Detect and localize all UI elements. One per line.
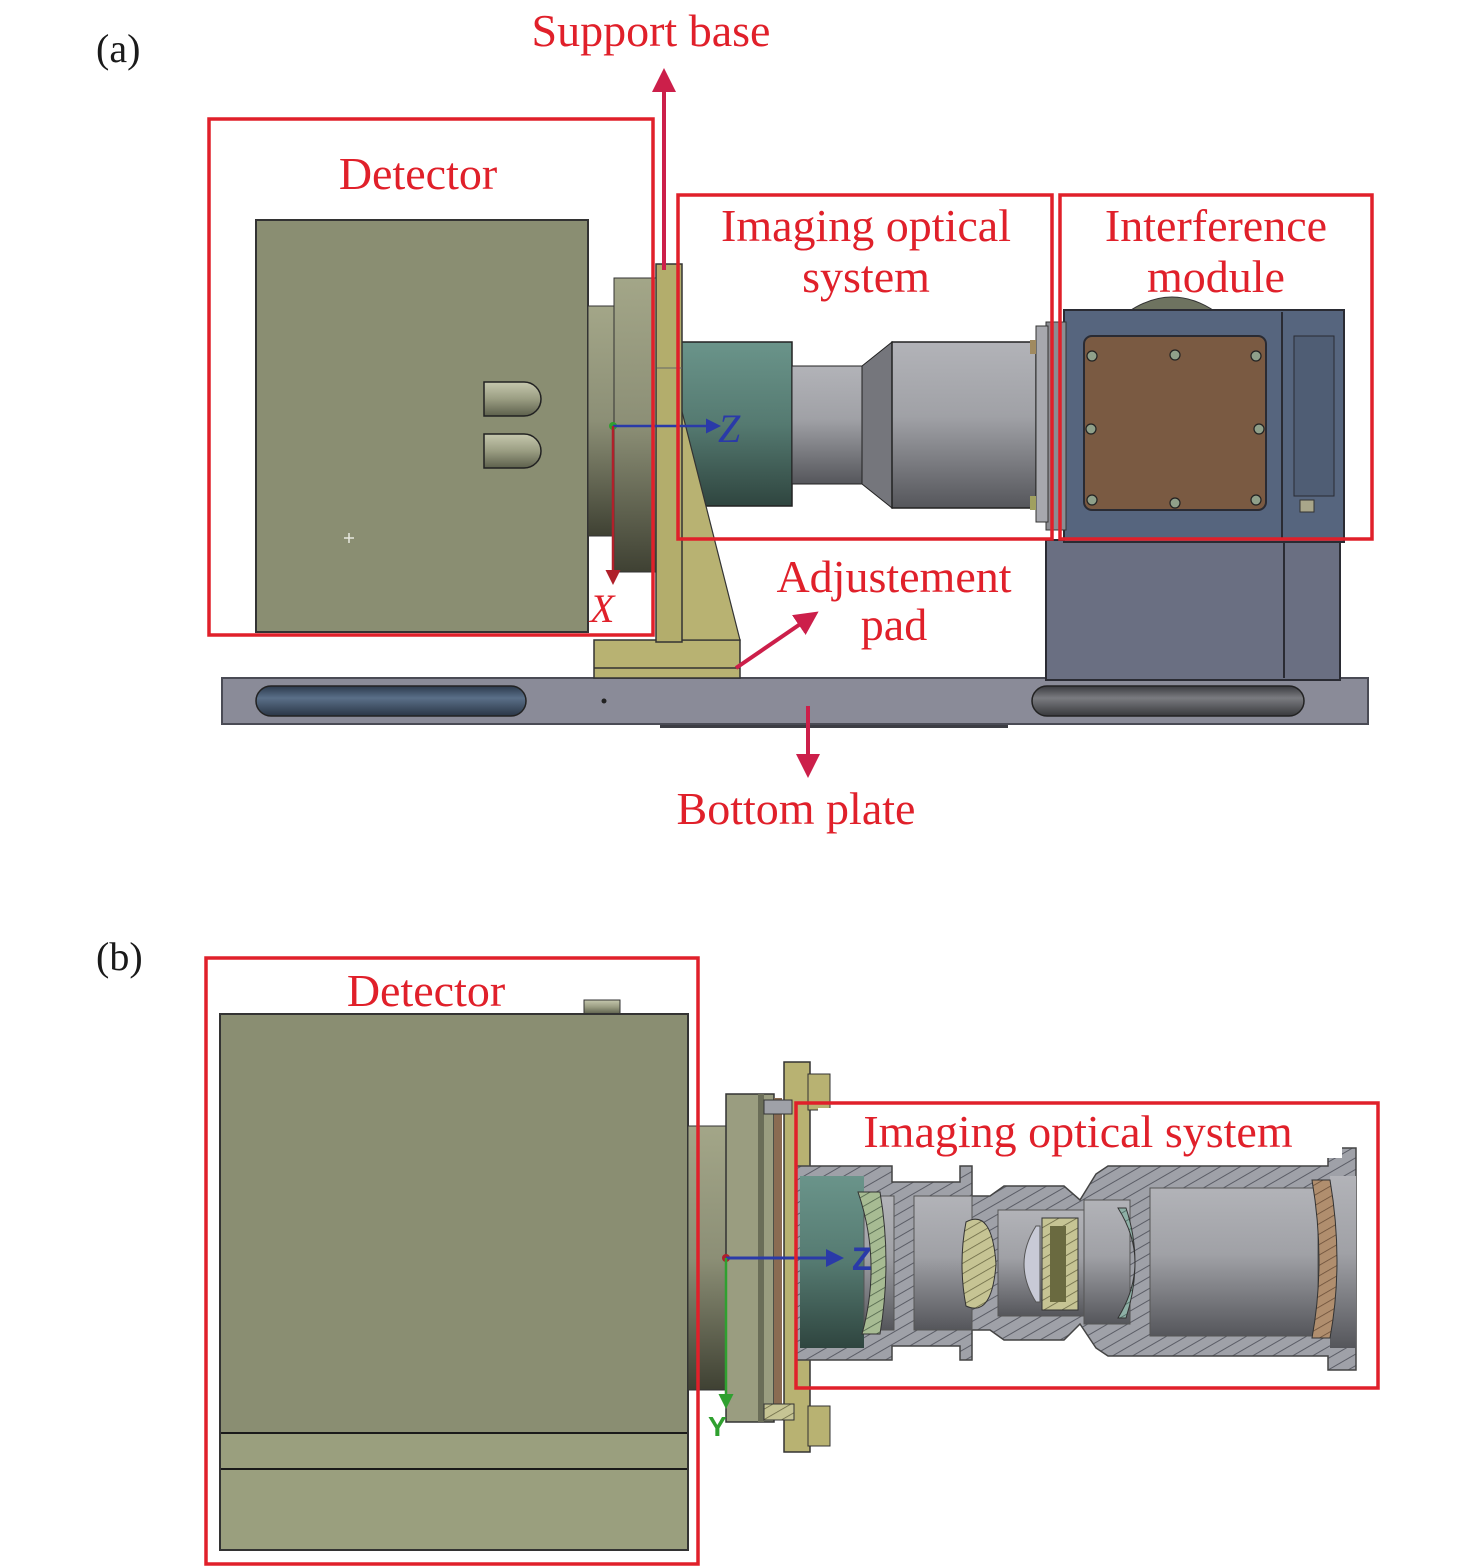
imaging-optical-system-callout-box [676, 193, 1054, 541]
detector-callout-box-b [204, 956, 700, 1566]
detector-b [219, 999, 689, 1551]
panel-a: (a) [96, 5, 1374, 834]
lens-3 [1023, 1225, 1041, 1303]
detector-a [255, 219, 657, 633]
imaging-optical-system-callout-box-b [794, 1101, 1380, 1390]
imaging-optical-system-label-line2: system [802, 251, 930, 302]
adjustment-pad-arrow [734, 611, 819, 670]
bottom-plate [221, 677, 1369, 728]
lens-6 [1311, 1179, 1338, 1339]
interference-module-label-line2: module [1147, 251, 1285, 302]
interference-cover-plate [1083, 335, 1267, 511]
adjustment-pad-label-line2: pad [861, 599, 927, 650]
support-base-label: Support base [532, 5, 771, 56]
cover-screws [1085, 349, 1265, 509]
x-axis-label: X [588, 586, 616, 631]
interference-module-body [1045, 296, 1345, 681]
lens-1 [857, 1191, 887, 1335]
coordinate-axes-b: Z Y [708, 1241, 872, 1442]
bottom-plate-slot-right [1031, 685, 1305, 717]
adjustment-pad [593, 639, 741, 679]
lens-2 [961, 1218, 997, 1309]
detector-callout-box [207, 117, 655, 637]
detector-connector-top [483, 381, 542, 417]
imaging-optical-system-label-b: Imaging optical system [863, 1106, 1292, 1157]
imaging-optical-system-a [679, 325, 1049, 523]
coordinate-axes-a: Z X [588, 406, 741, 631]
panel-b-label: (b) [96, 934, 143, 979]
detector-label-a: Detector [339, 148, 497, 199]
z-axis-label-b: Z [852, 1241, 872, 1277]
panel-b: (b) [96, 934, 1380, 1566]
panel-a-label: (a) [96, 26, 140, 71]
interference-module-callout-box [1058, 193, 1374, 541]
y-axis-label-b: Y [708, 1411, 727, 1442]
detector-connector-bottom [483, 433, 542, 469]
interference-module-label-line1: Interference [1105, 200, 1327, 251]
z-axis-label: Z [718, 406, 741, 451]
adjustment-pad-label-line1: Adjustement [776, 551, 1011, 602]
lens-5 [1117, 1207, 1136, 1319]
imaging-optical-system-b [795, 1147, 1357, 1371]
bottom-plate-label: Bottom plate [677, 783, 916, 834]
imaging-optical-system-label-line1: Imaging optical [721, 200, 1011, 251]
detector-label-b: Detector [347, 965, 505, 1016]
bottom-plate-slot-left [255, 685, 527, 717]
